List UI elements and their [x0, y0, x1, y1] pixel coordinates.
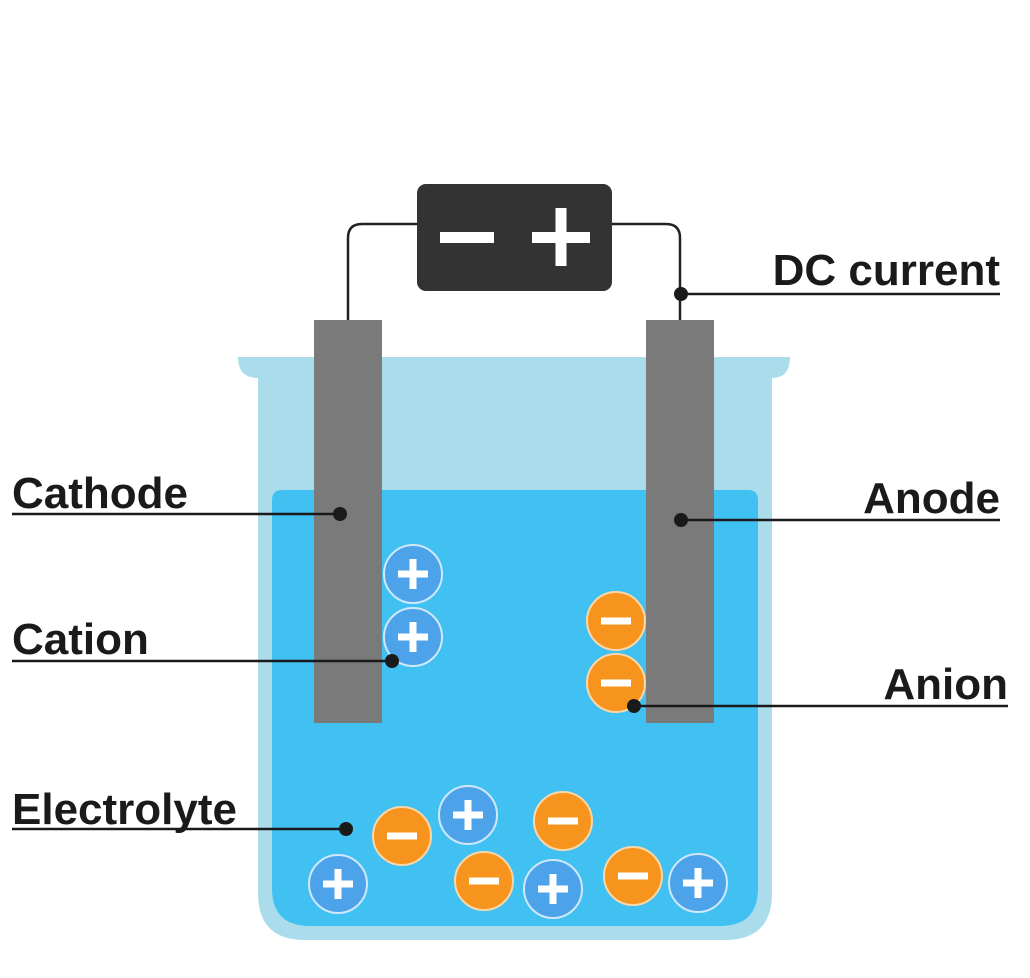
minus-icon [601, 679, 631, 687]
leader-lines [12, 287, 1008, 836]
anion-ion-11 [603, 846, 663, 906]
leader-dot-cathode [333, 507, 347, 521]
plus-icon-vertical [409, 559, 417, 589]
cation-ion-10 [523, 859, 583, 919]
label-anode: Anode [863, 474, 1000, 523]
ion-group [308, 544, 728, 919]
cation-ion-1 [383, 544, 443, 604]
anion-ion-7 [533, 791, 593, 851]
wire-left [346, 222, 420, 322]
anion-ion-6 [372, 806, 432, 866]
leader-dot-dc-current [674, 287, 688, 301]
plus-icon-vertical [549, 874, 557, 904]
minus-icon [548, 817, 578, 825]
minus-icon [469, 877, 499, 885]
leader-dot-cation [385, 654, 399, 668]
plus-icon-vertical [694, 868, 702, 898]
cathode-electrode [314, 320, 382, 723]
plus-icon-vertical [464, 800, 472, 830]
cation-ion-8 [308, 854, 368, 914]
leader-dot-electrolyte [339, 822, 353, 836]
label-dc-current: DC current [773, 246, 1001, 295]
leader-dot-anion [627, 699, 641, 713]
label-electrolyte: Electrolyte [12, 785, 237, 834]
battery-negative-terminal-icon [440, 232, 494, 243]
label-anion: Anion [883, 660, 1008, 709]
cation-ion-5 [438, 785, 498, 845]
label-cation: Cation [12, 615, 149, 664]
label-cathode: Cathode [12, 469, 188, 518]
leader-dot-anode [674, 513, 688, 527]
plus-icon-vertical [409, 622, 417, 652]
wire-right [610, 222, 682, 322]
minus-icon [618, 872, 648, 880]
plus-icon-vertical [334, 869, 342, 899]
anion-ion-3 [586, 591, 646, 651]
anion-ion-9 [454, 851, 514, 911]
minus-icon [387, 832, 417, 840]
minus-icon [601, 617, 631, 625]
battery-positive-terminal-v [555, 208, 567, 266]
cation-ion-12 [668, 853, 728, 913]
cation-ion-2 [383, 607, 443, 667]
anion-ion-4 [586, 653, 646, 713]
